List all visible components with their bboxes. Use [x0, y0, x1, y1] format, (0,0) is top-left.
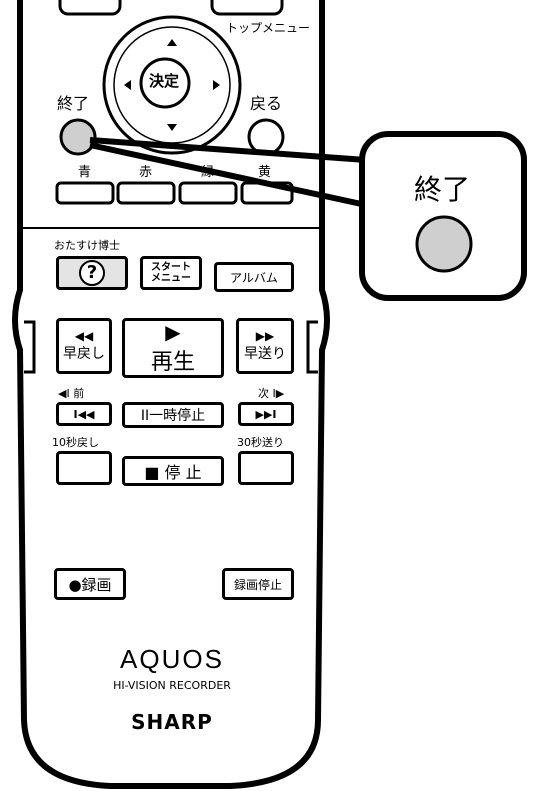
pause-label: II一時停止: [140, 408, 206, 424]
brand-subtitle: HI-VISION RECORDER: [113, 679, 231, 692]
callout-title: 終了: [414, 173, 471, 206]
dpad-left-arrow: [124, 80, 131, 90]
rewind-icon: ◀◀: [74, 329, 94, 343]
back-label: 戻る: [250, 94, 283, 113]
next-skip-icon: ▶▶I: [255, 407, 277, 421]
callout-exit-button-icon: [415, 215, 473, 273]
prev-skip-button[interactable]: I◀◀: [56, 402, 112, 426]
start-menu-button[interactable]: スタート メニュー: [140, 256, 202, 290]
next-skip-button[interactable]: ▶▶I: [238, 402, 294, 426]
callout-line-lower: [89, 142, 367, 208]
left-side-bump: [24, 320, 36, 374]
play-button[interactable]: ▶ 再生: [122, 318, 224, 378]
blue-key-label: 青: [78, 165, 92, 180]
callout-line-upper: [89, 137, 367, 163]
exit-label: 終了: [57, 94, 90, 113]
play-icon: ▶: [165, 320, 181, 344]
album-label: アルバム: [230, 270, 278, 285]
yellow-key-label: 黄: [258, 165, 272, 180]
top-left-partial-button: [58, 0, 122, 16]
stop-button[interactable]: ■ 停 止: [122, 456, 224, 486]
brand-maker: SHARP: [131, 710, 213, 734]
pause-button[interactable]: II一時停止: [122, 402, 224, 428]
stop-label: ■ 停 止: [144, 463, 202, 482]
fwd30-label: 30秒送り: [237, 436, 284, 449]
fast-forward-button[interactable]: ▶▶ 早送り: [236, 318, 294, 374]
record-stop-label: 録画停止: [233, 577, 282, 592]
fwd30-button[interactable]: [238, 451, 294, 485]
top-right-partial-button: [210, 0, 284, 16]
brand-product: AQUOS: [120, 644, 224, 674]
prev-label: ◀I 前: [58, 387, 85, 400]
green-key-label: 緑: [201, 165, 215, 180]
dpad-up-arrow: [167, 39, 177, 46]
record-button[interactable]: ●録画: [54, 568, 126, 600]
dpad-down-arrow: [167, 124, 177, 131]
record-label: ●録画: [68, 575, 112, 594]
red-key: [116, 181, 176, 205]
start-menu-line2: メニュー: [151, 273, 191, 284]
play-label: 再生: [150, 350, 195, 375]
blue-key: [55, 181, 115, 205]
exit-button: [59, 118, 97, 156]
green-key: [178, 181, 238, 205]
right-side-bump: [306, 320, 318, 374]
fast-forward-icon: ▶▶: [255, 329, 275, 343]
rewind-button[interactable]: ◀◀ 早戻し: [56, 318, 112, 374]
rewind-label: 早戻し: [63, 346, 105, 362]
enter-button: [139, 57, 191, 109]
help-icon: ?: [79, 260, 105, 286]
dpad-right-arrow: [213, 80, 220, 90]
prev-skip-icon: I◀◀: [73, 407, 95, 421]
back10-button[interactable]: [56, 451, 112, 485]
fast-forward-label: 早送り: [244, 346, 286, 362]
enter-label[interactable]: 決定: [149, 72, 180, 90]
top-menu-label: トップメニュー: [226, 21, 311, 35]
record-stop-button[interactable]: 録画停止: [222, 568, 294, 600]
album-button[interactable]: アルバム: [214, 262, 294, 292]
next-label: 次 I▶: [258, 387, 285, 400]
back10-label: 10秒戻し: [52, 436, 99, 449]
help-button[interactable]: ?: [56, 256, 128, 290]
start-menu-line1: スタート: [151, 262, 191, 273]
help-label: おたすけ博士: [54, 239, 120, 252]
red-key-label: 赤: [139, 165, 153, 180]
